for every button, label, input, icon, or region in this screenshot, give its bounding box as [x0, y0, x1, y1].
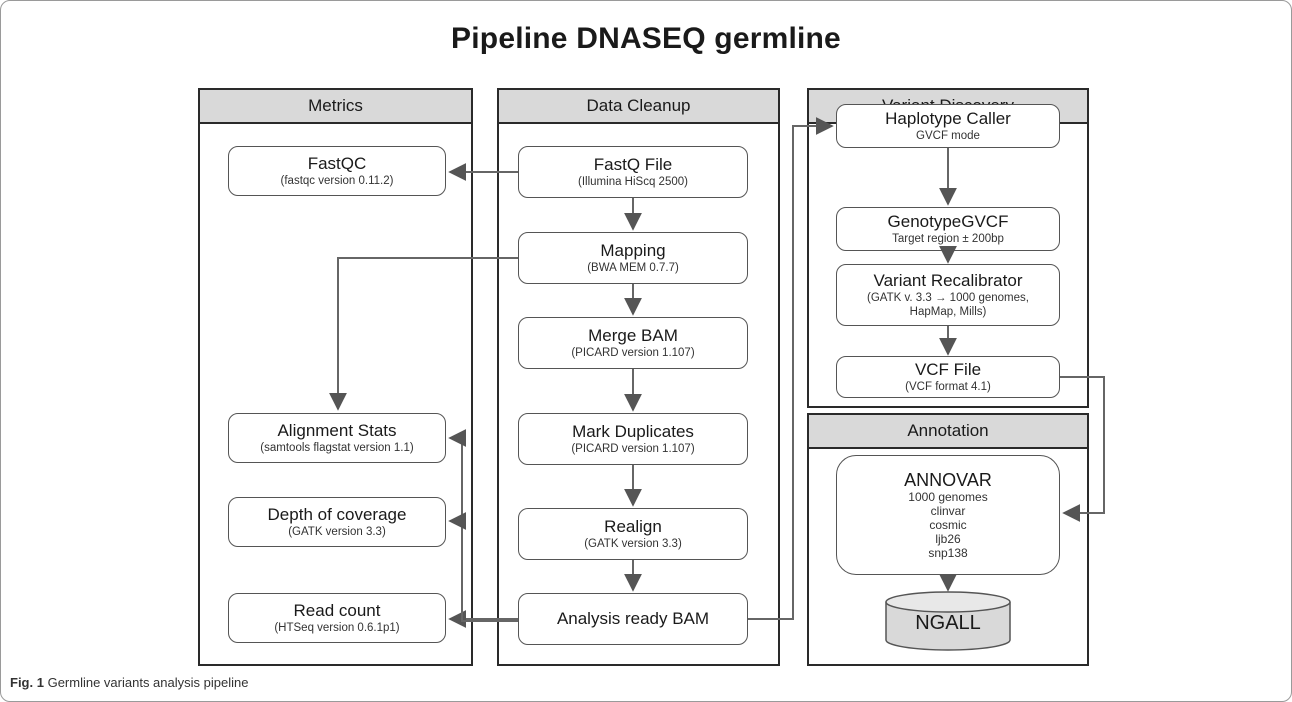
annovar-box: ANNOVAR 1000 genomes clinvar cosmic ljb2… [836, 455, 1060, 575]
genotype-gvcf-box: GenotypeGVCF Target region ± 200bp [836, 207, 1060, 251]
fastq-file-sub: (Illumina HiScq 2500) [578, 176, 688, 188]
fastqc-sub: (fastqc version 0.11.2) [280, 175, 394, 187]
ngall-db-label: NGALL [915, 612, 981, 634]
merge-bam-name: Merge BAM [588, 326, 678, 345]
merge-bam-sub: (PICARD version 1.107) [571, 347, 695, 359]
haplotype-caller-sub: GVCF mode [916, 130, 980, 142]
mark-duplicates-name: Mark Duplicates [572, 422, 694, 441]
variant-recalibrator-sub1: (GATK v. 3.3 → 1000 genomes, [867, 292, 1029, 304]
read-count-box: Read count (HTSeq version 0.6.1p1) [228, 593, 446, 643]
cleanup-panel-header: Data Cleanup [499, 90, 778, 124]
mark-duplicates-box: Mark Duplicates (PICARD version 1.107) [518, 413, 748, 465]
annotation-panel-header: Annotation [809, 415, 1087, 449]
analysis-ready-bam-name: Analysis ready BAM [556, 609, 710, 628]
annovar-db-ljb26: ljb26 [935, 532, 961, 546]
variant-recalibrator-sub2: HapMap, Mills) [909, 306, 987, 318]
genotype-gvcf-sub: Target region ± 200bp [892, 233, 1004, 245]
fastqc-name: FastQC [307, 154, 367, 173]
annovar-db-snp138: snp138 [928, 546, 968, 560]
fastqc-box: FastQC (fastqc version 0.11.2) [228, 146, 446, 196]
depth-coverage-box: Depth of coverage (GATK version 3.3) [228, 497, 446, 547]
realign-box: Realign (GATK version 3.3) [518, 508, 748, 560]
mapping-sub: (BWA MEM 0.7.7) [587, 262, 679, 274]
metrics-panel-header: Metrics [200, 90, 471, 124]
realign-name: Realign [604, 517, 662, 536]
fastq-file-box: FastQ File (Illumina HiScq 2500) [518, 146, 748, 198]
caption-text: Germline variants analysis pipeline [47, 675, 249, 690]
diagram-title: Pipeline DNASEQ germline [451, 22, 841, 55]
vcf-file-sub: (VCF format 4.1) [905, 381, 991, 393]
mapping-box: Mapping (BWA MEM 0.7.7) [518, 232, 748, 284]
depth-coverage-sub: (GATK version 3.3) [288, 526, 386, 538]
alignment-stats-sub: (samtools flagstat version 1.1) [260, 442, 414, 454]
variant-recalibrator-name: Variant Recalibrator [873, 271, 1023, 290]
depth-coverage-name: Depth of coverage [267, 505, 407, 524]
haplotype-caller-name: Haplotype Caller [885, 109, 1011, 128]
annovar-db-1000genomes: 1000 genomes [908, 490, 988, 504]
merge-bam-box: Merge BAM (PICARD version 1.107) [518, 317, 748, 369]
alignment-stats-box: Alignment Stats (samtools flagstat versi… [228, 413, 446, 463]
annovar-name: ANNOVAR [904, 470, 992, 490]
mark-duplicates-sub: (PICARD version 1.107) [571, 443, 695, 455]
vcf-file-name: VCF File [914, 360, 982, 379]
genotype-gvcf-name: GenotypeGVCF [887, 212, 1009, 231]
annovar-db-cosmic: cosmic [929, 518, 967, 532]
read-count-sub: (HTSeq version 0.6.1p1) [274, 622, 400, 634]
haplotype-caller-box: Haplotype Caller GVCF mode [836, 104, 1060, 148]
vcf-file-box: VCF File (VCF format 4.1) [836, 356, 1060, 398]
mapping-name: Mapping [600, 241, 666, 260]
read-count-name: Read count [293, 601, 381, 620]
alignment-stats-name: Alignment Stats [277, 421, 397, 440]
analysis-ready-bam-box: Analysis ready BAM [518, 593, 748, 645]
fastq-file-name: FastQ File [593, 155, 673, 174]
annovar-db-clinvar: clinvar [930, 504, 966, 518]
realign-sub: (GATK version 3.3) [584, 538, 682, 550]
caption-label: Fig. 1 [10, 675, 44, 690]
figure-caption: Fig. 1 Germline variants analysis pipeli… [10, 675, 248, 690]
variant-recalibrator-box: Variant Recalibrator (GATK v. 3.3 → 1000… [836, 264, 1060, 326]
